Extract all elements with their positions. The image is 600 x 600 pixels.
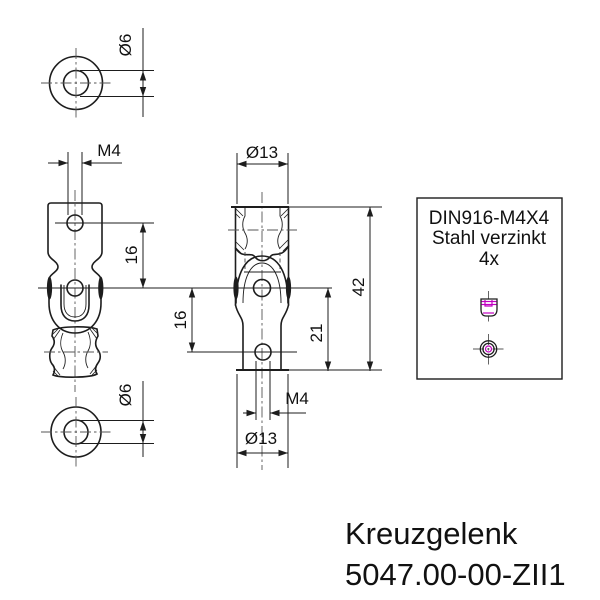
arrowhead [278, 449, 288, 457]
front-slot-outer [60, 284, 90, 322]
dim-dia6-bottom: Ø6 [80, 381, 154, 457]
arrowhead [188, 342, 196, 352]
arrowhead [139, 434, 147, 444]
dim-label-dia13-top: Ø13 [246, 143, 278, 162]
knurl-bottom-wavy [234, 245, 290, 262]
side-pin-hole [252, 278, 272, 298]
dim-len16-side: 16 [171, 288, 196, 352]
front-knurl-outline [48, 326, 102, 378]
dim-label-dia13-bottom: Ø13 [245, 429, 277, 448]
dim-label-dia6-bottom: Ø6 [116, 384, 135, 407]
arrowhead [139, 421, 147, 431]
arrowhead [366, 361, 374, 371]
dim-label-m4-front: M4 [97, 141, 121, 160]
dim-label-len21: 21 [307, 324, 326, 343]
view-bottom-end [41, 397, 111, 467]
dim-m4-side: M4 [243, 361, 309, 420]
arrowhead [139, 223, 147, 233]
dim-len42: 42 [349, 207, 374, 371]
arrowhead [139, 87, 147, 97]
arrowhead [237, 160, 247, 168]
note-box: DIN916-M4X4 Stahl verzinkt 4x [416, 197, 563, 380]
arrowhead [139, 278, 147, 288]
part-name: Kreuzgelenk [345, 516, 518, 551]
front-knurl-barrel-left [60, 332, 66, 370]
pin-end-left [233, 276, 239, 300]
arrowhead [82, 159, 92, 167]
front-chamfer-hatch [52, 327, 98, 377]
arrowhead [324, 288, 332, 298]
arrowhead [246, 409, 256, 417]
front-slot-inner [63, 285, 87, 318]
view-top-end [41, 48, 111, 118]
dim-len16-front: 16 [55, 222, 154, 288]
arrowhead [188, 288, 196, 298]
side-chamfer-hatch [235, 208, 289, 254]
view-front [44, 190, 108, 392]
side-taper-right [280, 304, 290, 370]
arrowhead [278, 160, 288, 168]
note-line3: 4x [479, 249, 500, 270]
dim-label-len16-side: 16 [171, 311, 190, 330]
arrowhead [237, 449, 247, 457]
note-line2: Stahl verzinkt [432, 228, 547, 249]
yoke-dome-outer [235, 255, 289, 304]
title-block: Kreuzgelenk 5047.00-00-ZII1 [345, 516, 566, 592]
dim-dia13-top: Ø13 [236, 143, 289, 204]
dim-dia13-bottom: Ø13 [236, 374, 289, 468]
knurl-slot-left [242, 207, 248, 250]
arrowhead [366, 207, 374, 217]
dim-label-len42: 42 [349, 278, 368, 297]
dim-dia6-top: Ø6 [80, 28, 154, 117]
set-screw-end-view [473, 334, 504, 365]
dim-label-m4-side: M4 [285, 389, 309, 408]
dim-m4-front: M4 [48, 141, 122, 215]
pin-end-right [285, 276, 292, 300]
dim-label-len16-front: 16 [122, 246, 141, 265]
set-screw-socket [484, 300, 493, 307]
side-taper-left [234, 304, 244, 370]
arrowhead [139, 71, 147, 81]
arrowhead [58, 159, 68, 167]
knurl-slot-right [277, 207, 283, 250]
arrowhead [270, 409, 280, 417]
part-number: 5047.00-00-ZII1 [345, 557, 566, 592]
set-screw-side-view [480, 291, 498, 324]
note-line1: DIN916-M4X4 [429, 208, 550, 229]
dim-len21: 21 [307, 288, 332, 371]
arrowhead [324, 361, 332, 371]
front-knurl-barrel-right [85, 331, 91, 369]
dim-label-dia6-top: Ø6 [116, 34, 135, 57]
view-side [187, 192, 382, 470]
yoke-dome-inner [242, 262, 282, 304]
